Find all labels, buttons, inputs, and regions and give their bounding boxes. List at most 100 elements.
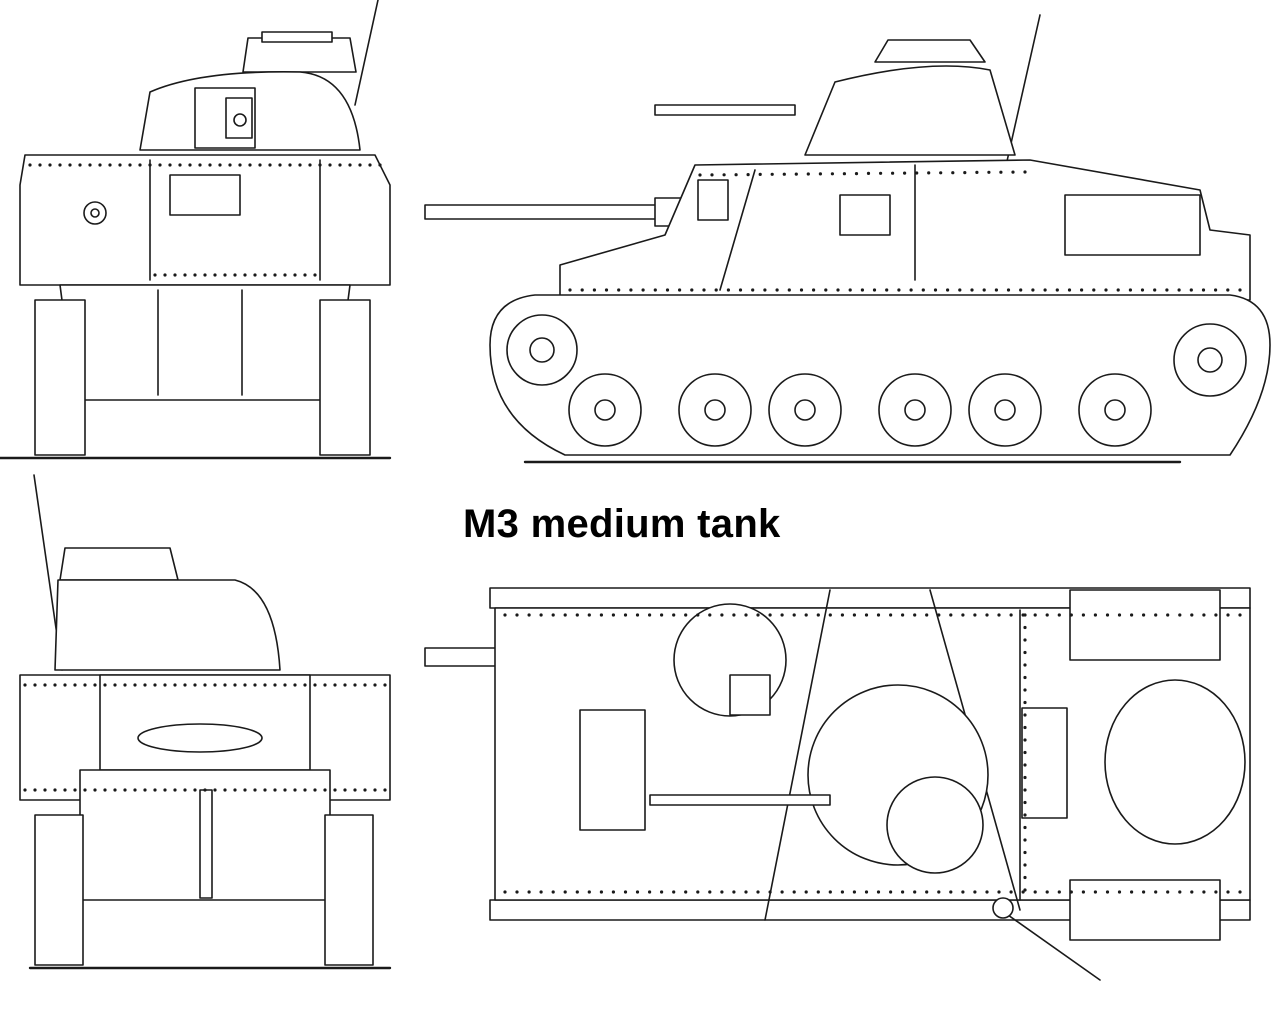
rivet — [343, 683, 347, 687]
rivet — [1105, 613, 1110, 617]
rivet — [113, 683, 117, 687]
rivet — [383, 683, 387, 687]
top-rivets — [503, 613, 1242, 894]
rivet — [961, 890, 965, 894]
rivet — [949, 890, 953, 894]
rivet — [53, 788, 57, 792]
rivet — [193, 788, 197, 792]
rivet — [580, 288, 584, 292]
rivet — [732, 613, 736, 617]
rivet — [203, 273, 207, 277]
rivet — [253, 683, 257, 687]
rivet — [611, 613, 615, 617]
rivet — [288, 163, 292, 167]
rivet — [1238, 288, 1242, 292]
rivet — [53, 683, 57, 687]
rivet — [1023, 650, 1027, 655]
rivet — [143, 683, 147, 687]
rivet — [763, 288, 767, 292]
rivet — [93, 683, 97, 687]
rivet — [973, 613, 977, 617]
front-view — [0, 0, 410, 470]
rivet — [1214, 613, 1218, 617]
rivet — [1023, 613, 1027, 617]
rivet — [860, 288, 864, 292]
rivet — [879, 171, 883, 175]
rivet — [273, 788, 277, 792]
rivet — [1166, 613, 1170, 617]
rivet — [178, 163, 182, 167]
rivet — [1023, 675, 1027, 680]
side-road-wheels — [568, 373, 1152, 447]
rivet — [951, 171, 955, 175]
front-hull-lower — [59, 284, 351, 401]
rivet — [303, 788, 307, 792]
rivet — [1023, 713, 1027, 717]
rivet — [88, 163, 92, 167]
rivet — [168, 163, 172, 167]
rear-cupola — [59, 547, 179, 581]
rivet — [889, 890, 893, 894]
rivet — [623, 890, 628, 894]
rivet — [1023, 725, 1027, 730]
rivet — [1093, 890, 1097, 894]
rivet — [840, 890, 844, 894]
rear-view — [0, 470, 410, 1024]
rivet — [1202, 613, 1206, 617]
rivet — [587, 613, 591, 617]
rivet — [348, 163, 352, 167]
rivet — [363, 683, 367, 687]
rivet — [876, 890, 881, 894]
rivet — [1023, 788, 1027, 792]
rivet — [539, 890, 543, 894]
rear-right-track — [324, 814, 374, 966]
rivet — [792, 890, 796, 894]
rivet — [383, 788, 387, 792]
rivet — [33, 788, 37, 792]
rivet — [363, 788, 367, 792]
rivet — [208, 163, 212, 167]
rivet — [1178, 613, 1182, 617]
rivet — [696, 613, 700, 617]
rivet — [751, 288, 755, 292]
rivet — [816, 890, 820, 894]
rivet — [787, 288, 791, 292]
rivet — [1093, 613, 1097, 617]
rivet — [828, 890, 832, 894]
rivet — [83, 788, 87, 792]
rivet — [720, 613, 724, 617]
rivet — [153, 788, 157, 792]
rivet — [108, 163, 112, 167]
rivet — [891, 171, 895, 175]
rivet — [684, 890, 688, 894]
rivet — [684, 613, 688, 617]
rivet — [268, 163, 272, 167]
rivet — [1142, 890, 1146, 894]
rivet — [617, 288, 621, 292]
rivet — [373, 788, 377, 792]
rivet — [293, 788, 297, 792]
rivet — [758, 172, 762, 176]
rivet — [203, 683, 207, 687]
rivet — [1142, 613, 1146, 617]
rivet — [308, 163, 312, 167]
rivet — [551, 890, 555, 894]
rivet — [629, 288, 633, 292]
rivet — [1189, 288, 1193, 292]
rivet — [738, 288, 743, 292]
rivet — [982, 288, 986, 292]
rivet — [1045, 890, 1049, 894]
rivet — [768, 613, 772, 617]
rivet — [970, 288, 974, 292]
rivet — [1023, 750, 1027, 755]
rivet — [864, 890, 869, 894]
rivet — [973, 890, 977, 894]
rivet — [696, 890, 700, 894]
rivet — [775, 288, 779, 292]
rivet — [343, 788, 347, 792]
rivet — [1154, 613, 1158, 617]
rivet — [568, 288, 572, 292]
rivet — [782, 172, 786, 176]
rivet — [238, 163, 242, 167]
rivet — [1092, 288, 1096, 292]
